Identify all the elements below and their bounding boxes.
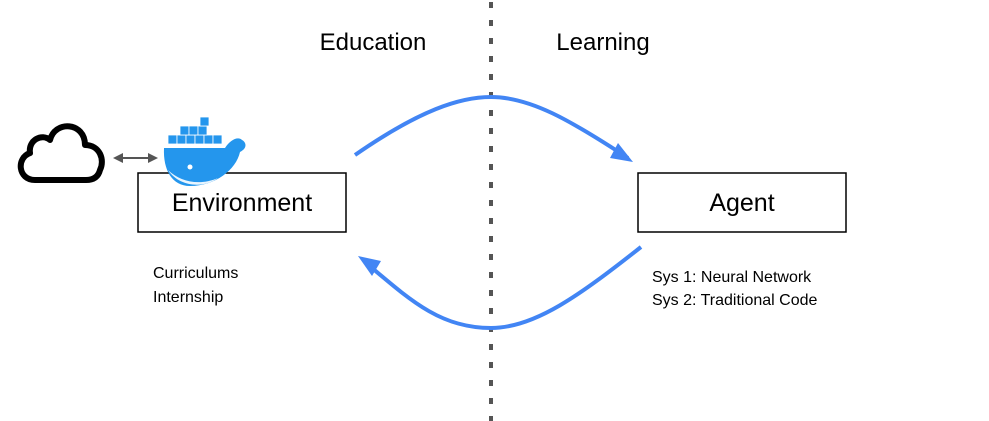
environment-note-1: Curriculums <box>153 265 238 282</box>
agent-note-2: Sys 2: Traditional Code <box>652 292 818 309</box>
learning-header: Learning <box>556 29 649 56</box>
cloud-icon <box>17 123 105 183</box>
agent-note-1: Sys 1: Neural Network <box>652 269 812 286</box>
education-header: Education <box>320 29 427 56</box>
feedback-arrow <box>363 245 643 331</box>
agent-box <box>637 172 847 233</box>
agent-label: Agent <box>709 189 774 217</box>
docker-whale-icon <box>163 116 246 186</box>
action-arrow <box>353 94 630 160</box>
environment-label: Environment <box>172 189 312 217</box>
feedback-arrowhead <box>358 256 381 276</box>
environment-note-2: Internship <box>153 289 223 306</box>
environment-box <box>137 172 347 233</box>
action-arrowhead <box>610 143 633 162</box>
